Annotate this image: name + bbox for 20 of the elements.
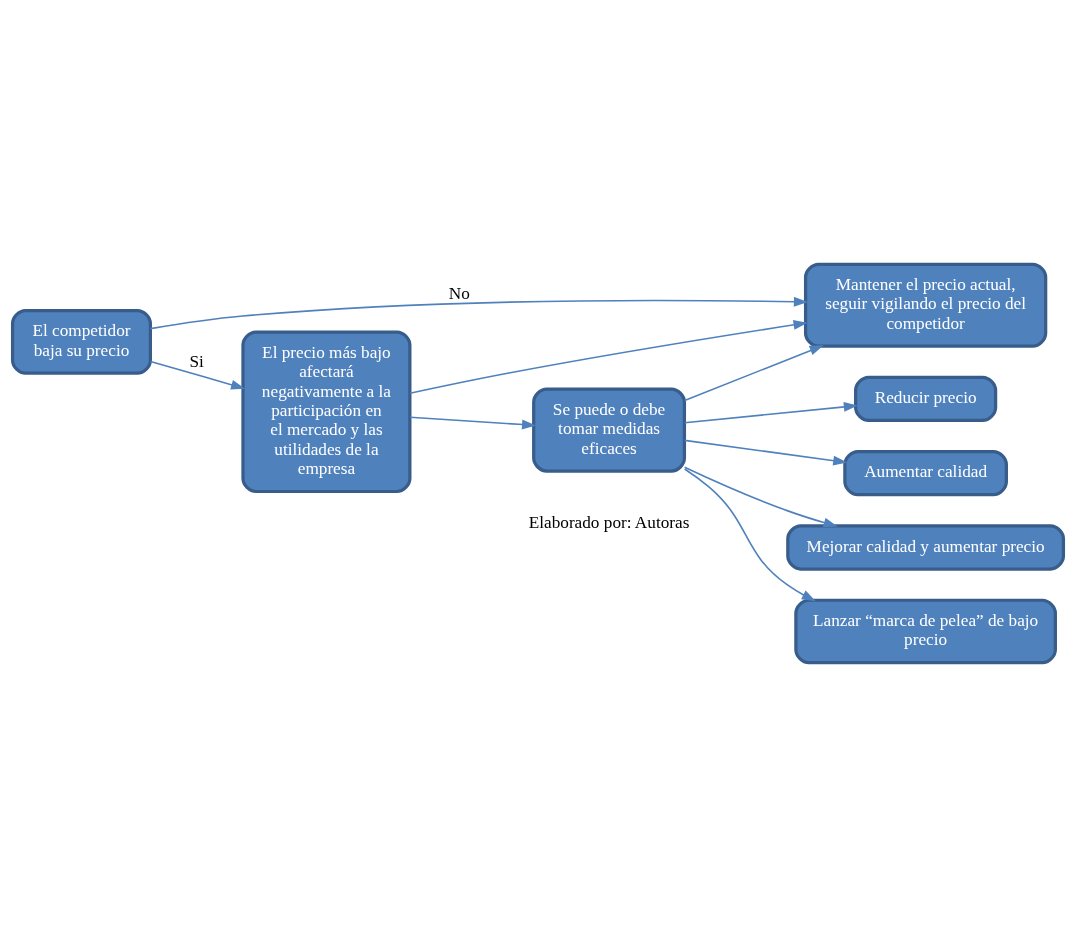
- edge-label: Si: [189, 352, 204, 372]
- node-box: Aumentar calidad: [843, 450, 1008, 497]
- arrow: [409, 320, 808, 395]
- node-box: El competidor baja su precio: [10, 309, 152, 375]
- arrow: [683, 466, 838, 528]
- arrow: [149, 360, 246, 390]
- arrow: [683, 439, 848, 466]
- arrow: [409, 416, 537, 430]
- node-box: Reducir precio: [854, 375, 998, 423]
- node-box: Lanzar “marca de pelea” de bajo precio: [794, 598, 1057, 665]
- arrow: [149, 296, 808, 330]
- arrow: [683, 468, 816, 602]
- arrow: [683, 345, 824, 402]
- node-box: Mejorar calidad y aumentar precio: [786, 524, 1066, 571]
- node-box: Mantener el precio actual, seguir vigilando el precio del competidor: [803, 262, 1048, 348]
- node-box: Se puede o debe tomar medidas eficaces: [532, 387, 687, 473]
- label: Elaborado por: Autoras: [528, 512, 690, 532]
- node-box: El precio más bajo afectará negativamente a la participación en el mercado y las utilidades de la empresa: [241, 330, 412, 494]
- edge-label: No: [448, 283, 470, 303]
- arrow: [683, 402, 858, 424]
